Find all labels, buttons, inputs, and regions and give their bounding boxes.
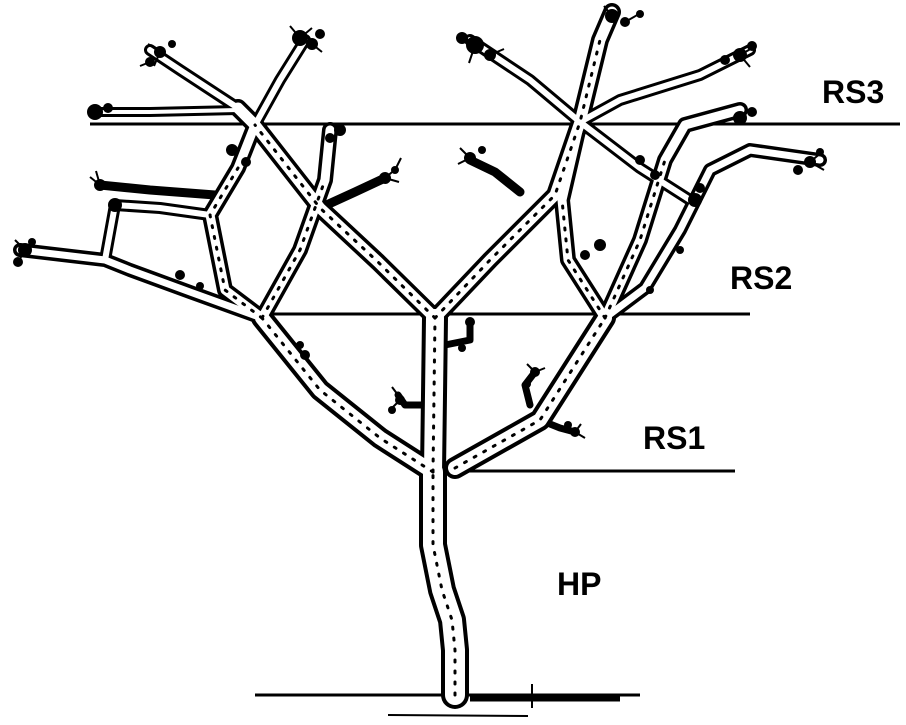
branch-structure	[20, 12, 820, 695]
rs3-label: RS3	[822, 76, 884, 108]
branch-outline	[20, 12, 820, 695]
rs2-label: RS2	[730, 262, 792, 294]
hp-label: HP	[557, 568, 601, 600]
rs1-label: RS1	[643, 422, 705, 454]
